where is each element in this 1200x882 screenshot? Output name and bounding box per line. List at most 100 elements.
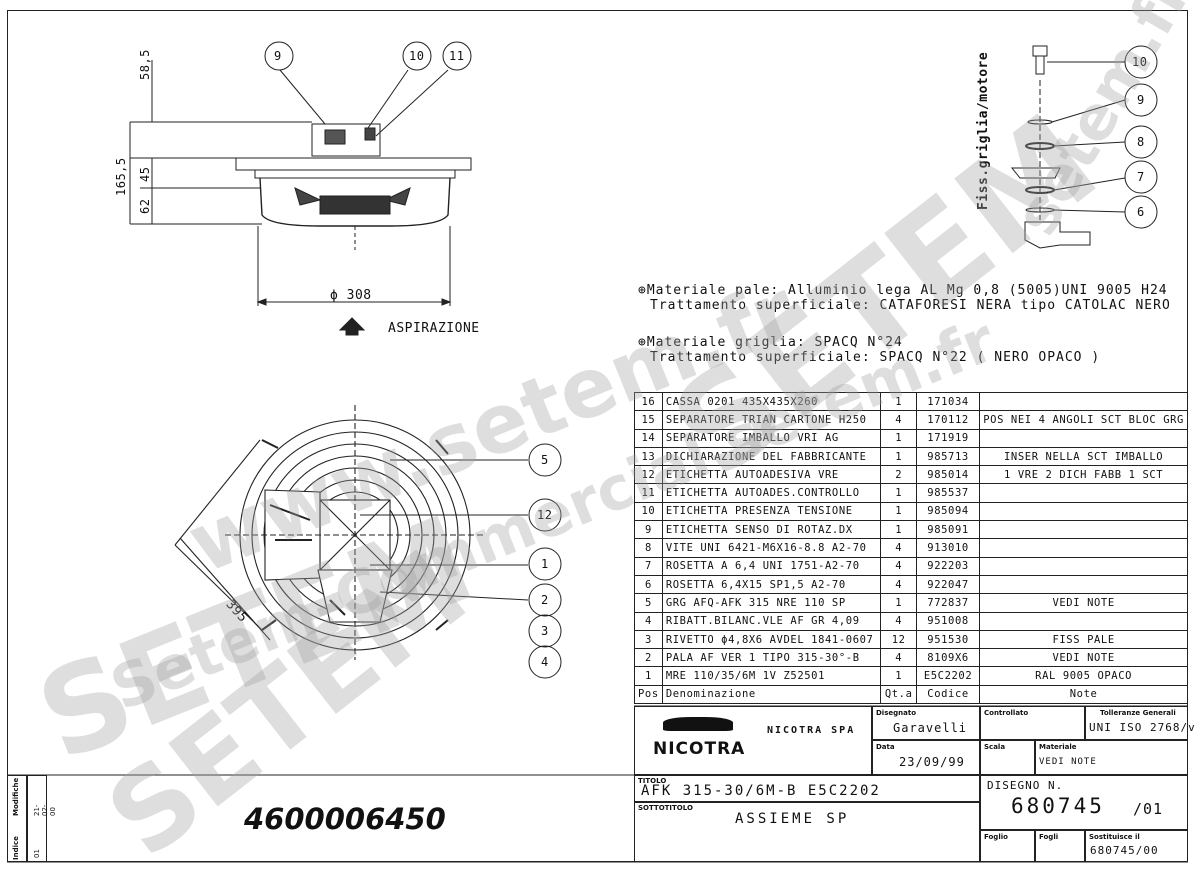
bom-cell-qty: 1 — [880, 593, 917, 613]
balloon-6: 6 — [1137, 205, 1145, 219]
bom-cell-pos: 9 — [634, 520, 663, 540]
aspirazione-label: ASPIRAZIONE — [388, 321, 480, 336]
bom-cell-code: 170112 — [915, 410, 981, 430]
bom-cell-qty: 4 — [880, 410, 917, 430]
fogli-cell: Fogli — [1035, 830, 1085, 862]
bom-cell-code: 8109X6 — [915, 648, 981, 668]
sostituisce-label: Sostituisce il — [1089, 833, 1140, 841]
bom-cell-den: VITE UNI 6421-M6X16-8.8 A2-70 — [661, 538, 882, 558]
bom-cell-note — [979, 483, 1188, 503]
materiale-label: Materiale — [1039, 743, 1077, 751]
note-material-blades: ⊕Materiale pale: Alluminio lega AL Mg 0,… — [638, 283, 1168, 298]
dim-45: 45 — [138, 166, 152, 182]
bom-cell-pos: 11 — [634, 483, 663, 503]
bom-cell-den: DICHIARAZIONE DEL FABBRICANTE — [661, 446, 882, 467]
controllato-label: Controllato — [984, 709, 1029, 717]
bom-cell-note: RAL 9005 OPACO — [979, 666, 1188, 686]
fan-front-view — [174, 405, 485, 660]
bom-cell-den: Denominazione — [661, 684, 882, 705]
bom-cell-qty: 4 — [880, 556, 917, 576]
disegno-number: 680745 — [1011, 794, 1105, 818]
bom-cell-den: ROSETTA 6,4X15 SP1,5 A2-70 — [661, 574, 882, 595]
fogli-label: Fogli — [1039, 833, 1059, 841]
bom-cell-note — [979, 391, 1188, 412]
bom-cell-den: SEPARATORE IMBALLO VRI AG — [661, 428, 882, 448]
sostituisce-cell: Sostituisce il 680745/00 — [1085, 830, 1188, 862]
balloon-7: 7 — [1137, 170, 1145, 184]
balloon-10b: 10 — [1132, 55, 1148, 69]
bom-cell-note — [979, 538, 1188, 558]
bom-cell-pos: 2 — [634, 648, 663, 668]
balloon-9: 9 — [274, 49, 282, 63]
bom-cell-pos: 4 — [634, 611, 663, 631]
sottotitolo-cell: SOTTOTITOLO ASSIEME SP — [634, 802, 980, 862]
disegno-cell: DISEGNO N. 680745 /01 — [980, 775, 1188, 830]
bom-cell-note — [979, 556, 1188, 576]
bom-cell-den: RIBATT.BILANC.VLE AF GR 4,09 — [661, 611, 882, 631]
bom-cell-pos: 16 — [634, 391, 663, 412]
foglio-label: Foglio — [984, 833, 1008, 841]
bom-cell-code: 922047 — [915, 574, 981, 595]
balloon-3: 3 — [541, 624, 549, 638]
dim-165-5: 165,5 — [114, 157, 128, 196]
bom-cell-qty: 1 — [880, 391, 917, 412]
sottotitolo-value: ASSIEME SP — [735, 811, 850, 827]
scala-label: Scala — [984, 743, 1006, 751]
bom-cell-pos: 15 — [634, 410, 663, 430]
titolo-label: TITOLO — [638, 777, 667, 785]
bom-cell-den: GRG AFQ-AFK 315 NRE 110 SP — [661, 593, 882, 613]
bom-cell-code: E5C2202 — [915, 666, 981, 686]
foglio-cell: Foglio — [980, 830, 1035, 862]
note-material-grid: ⊕Materiale griglia: SPACQ N°24 — [638, 335, 903, 350]
bom-cell-pos: 10 — [634, 501, 663, 522]
nicotra-logo-mark — [663, 717, 733, 731]
dim-62: 62 — [138, 198, 152, 214]
fan-side-view — [129, 60, 472, 306]
tolleranze-value: UNI ISO 2768/v — [1089, 721, 1196, 734]
bom-cell-code: 985014 — [915, 465, 981, 485]
balloon-8: 8 — [1137, 135, 1145, 149]
sottotitolo-label: SOTTOTITOLO — [638, 804, 693, 812]
disegno-revision: /01 — [1133, 800, 1164, 818]
bom-cell-code: 772837 — [915, 593, 981, 613]
bom-cell-note: INSER NELLA SCT IMBALLO — [979, 446, 1188, 467]
data-label: Data — [876, 743, 895, 751]
bom-cell-code: 951008 — [915, 611, 981, 631]
bom-cell-den: RIVETTO ϕ4,8X6 AVDEL 1841-0607 — [661, 629, 882, 650]
bom-cell-pos: 8 — [634, 538, 663, 558]
bom-cell-qty: 1 — [880, 446, 917, 467]
bom-cell-code: 985091 — [915, 520, 981, 540]
company-name: NICOTRA SPA — [767, 725, 856, 736]
bom-cell-den: SEPARATORE TRIAN CARTONE H250 — [661, 410, 882, 430]
bom-cell-den: MRE 110/35/6M 1V Z52501 — [661, 666, 882, 686]
bom-cell-note: 1 VRE 2 DICH FABB 1 SCT — [979, 465, 1188, 485]
bom-cell-note: FISS PALE — [979, 629, 1188, 650]
bom-cell-note: VEDI NOTE — [979, 593, 1188, 613]
bom-cell-code: 985537 — [915, 483, 981, 503]
bom-cell-qty: 1 — [880, 666, 917, 686]
bom-cell-pos: 5 — [634, 593, 663, 613]
bom-cell-code: 922203 — [915, 556, 981, 576]
tolleranze-label: Tolleranze Generali — [1100, 709, 1176, 717]
disegnato-value: Garavelli — [893, 721, 968, 735]
materiale-cell: Materiale VEDI NOTE — [1035, 740, 1188, 775]
bom-cell-qty: 12 — [880, 629, 917, 650]
bom-cell-den: ETICHETTA AUTOADESIVA VRE — [661, 465, 882, 485]
bom-cell-qty: 4 — [880, 574, 917, 595]
note-treatment-blades: Trattamento superficiale: CATAFORESI NER… — [650, 298, 1171, 313]
bom-cell-den: CASSA 0201 435X435X260 — [661, 391, 882, 412]
sostituisce-value: 680745/00 — [1090, 844, 1159, 857]
controllato-cell: Controllato — [980, 706, 1085, 740]
revision-label-cell: Modifiche Indice — [7, 775, 27, 862]
disegno-label: DISEGNO N. — [987, 779, 1064, 792]
